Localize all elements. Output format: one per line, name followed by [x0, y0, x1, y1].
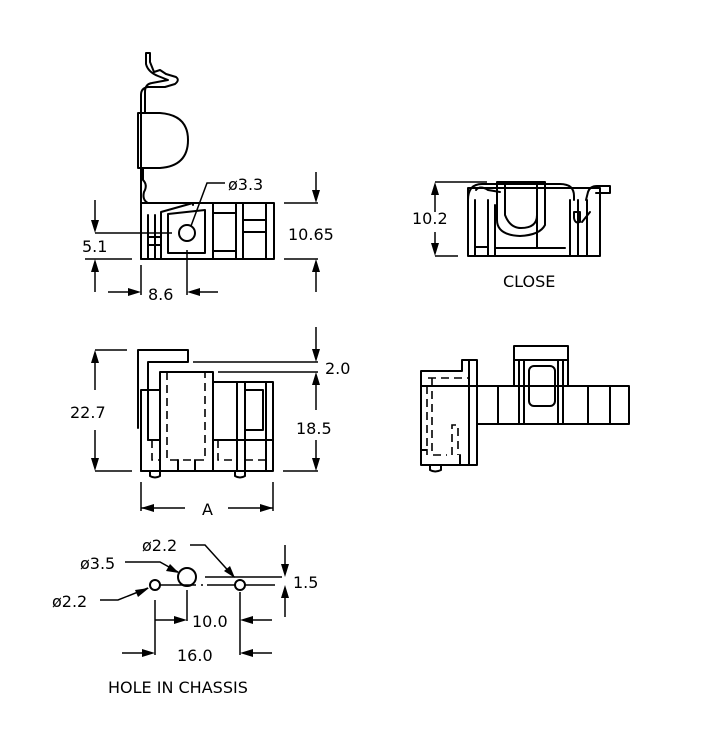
top-view	[420, 345, 630, 473]
front-view: 22.7 2.0 18.5 A	[70, 327, 350, 519]
dim-hole-left: ø2.2	[52, 592, 87, 611]
dim-offset: 1.5	[293, 573, 318, 592]
chassis-holes: 1.5 ø3.5 ø2.2 ø2.2 10.0 16.0 HOLE IN CHA…	[52, 536, 318, 697]
dim-close-height: 10.2	[412, 209, 448, 228]
side-view-close: 10.2 CLOSE	[412, 181, 611, 291]
dim-pitch-small: 10.0	[192, 612, 228, 631]
close-label: CLOSE	[503, 272, 555, 291]
dim-body-height: 18.5	[296, 419, 332, 438]
chassis-label: HOLE IN CHASSIS	[108, 678, 248, 697]
dim-width-a: A	[202, 500, 213, 519]
dim-hole-offset: 8.6	[148, 285, 173, 304]
dim-hole-diameter: ø3.3	[228, 175, 263, 194]
side-view-open: ø3.3 10.65 5.1 8.6	[82, 52, 334, 304]
dim-hole-height: 5.1	[82, 237, 107, 256]
dim-hole-center: ø3.5	[80, 554, 115, 573]
dim-pitch-large: 16.0	[177, 646, 213, 665]
dim-height: 10.65	[288, 225, 334, 244]
dim-hole-right: ø2.2	[142, 536, 177, 555]
dim-step: 2.0	[325, 359, 350, 378]
dim-total-height: 22.7	[70, 403, 106, 422]
